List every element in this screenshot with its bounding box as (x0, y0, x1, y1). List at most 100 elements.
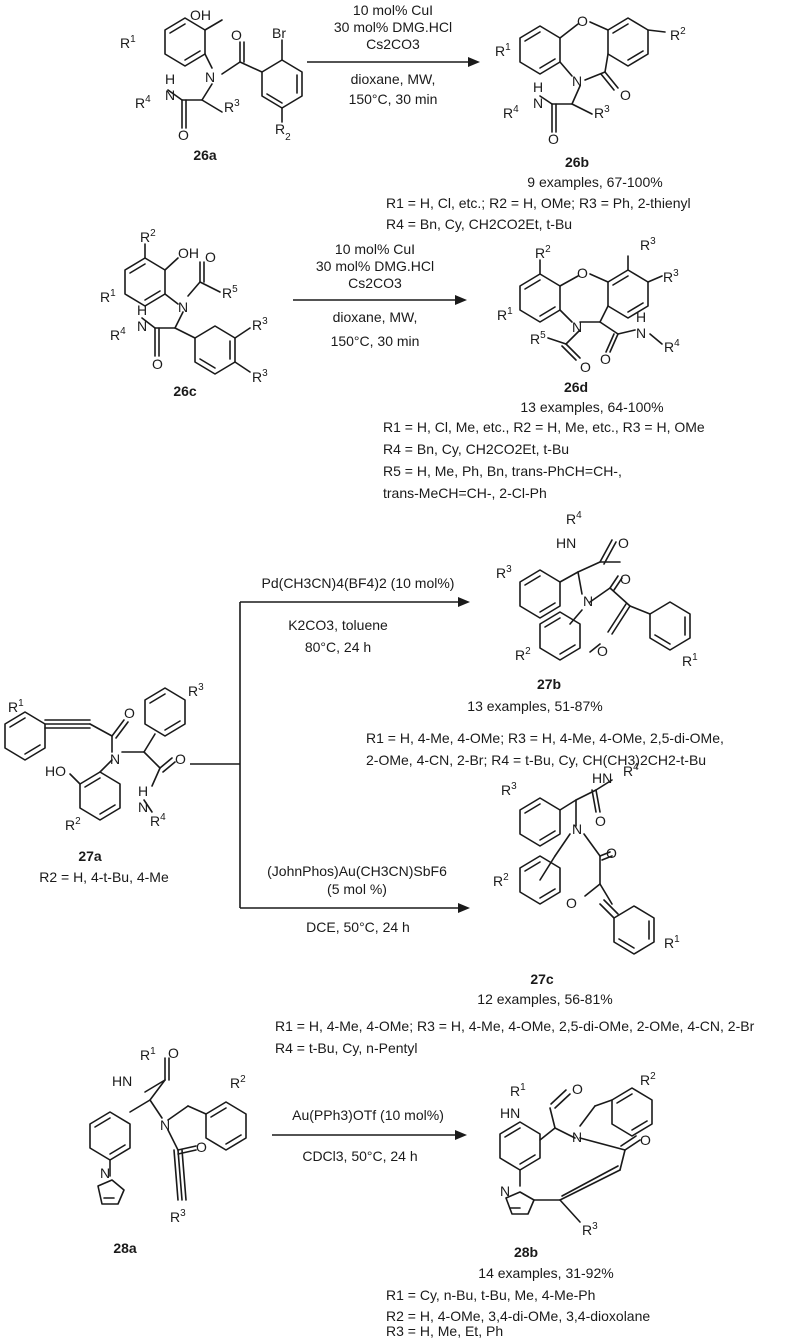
svg-text:N: N (160, 1117, 170, 1133)
svg-text:N: N (205, 69, 215, 85)
subst-26b-1: R1 = H, Cl, etc.; R2 = H, OMe; R3 = Ph, … (386, 195, 691, 211)
cond-2-e: 150°C, 30 min (331, 333, 420, 349)
subst-27b-1: R1 = H, 4-Me, 4-OMe; R3 = H, 4-Me, 4-OMe… (366, 730, 724, 746)
svg-text:R3: R3 (496, 564, 512, 581)
label-27b: 27b (537, 676, 561, 692)
svg-text:R4: R4 (135, 94, 151, 111)
svg-text:R3: R3 (640, 236, 656, 253)
structure-26c (124, 243, 251, 375)
svg-text:N: N (165, 87, 175, 103)
label-26d: 26d (564, 379, 588, 395)
svg-text:O: O (168, 1045, 179, 1061)
arrow-1 (307, 57, 480, 67)
svg-text:HN: HN (556, 535, 576, 551)
subst-27b-2: 2-OMe, 4-CN, 2-Br; R4 = t-Bu, Cy, CH(CH3… (366, 752, 706, 768)
subst-27c-2: R4 = t-Bu, Cy, n-Pentyl (275, 1040, 418, 1056)
subst-28b-2: R2 = H, 4-OMe, 3,4-di-OMe, 3,4-dioxolane (386, 1308, 650, 1324)
svg-text:O: O (595, 813, 606, 829)
svg-text:N: N (110, 751, 120, 767)
svg-text:R3: R3 (663, 268, 679, 285)
cond-1-b: 30 mol% DMG.HCl (334, 19, 452, 35)
examples-28b: 14 examples, 31-92% (478, 1265, 613, 1281)
svg-text:O: O (548, 131, 559, 147)
cond-1-e: 150°C, 30 min (349, 91, 438, 107)
cond-3b-b: (5 mol %) (327, 881, 387, 897)
svg-text:N: N (138, 799, 148, 815)
svg-text:R1: R1 (120, 34, 136, 51)
scheme-1: OH R1 N O Br R2 H N R4 R3 O 26a 10 mol% … (120, 2, 691, 232)
scheme-2: R2 OH R1 N O R5 H N R4 O R3 R3 26c 10 mo… (100, 228, 705, 501)
cond-3a-b: K2CO3, toluene (288, 617, 388, 633)
cond-2-b: 30 mol% DMG.HCl (316, 258, 434, 274)
subst-28b-1: R1 = Cy, n-Bu, t-Bu, Me, 4-Me-Ph (386, 1287, 595, 1303)
cond-2-d: dioxane, MW, (333, 309, 418, 325)
svg-text:HN: HN (112, 1073, 132, 1089)
svg-text:O: O (597, 643, 608, 659)
subst-26b-2: R4 = Bn, Cy, CH2CO2Et, t-Bu (386, 216, 572, 232)
svg-text:O: O (231, 27, 242, 43)
structure-27c (519, 779, 655, 955)
svg-text:R3: R3 (582, 1221, 598, 1238)
cond-2-a: 10 mol% CuI (335, 241, 415, 257)
label-27c: 27c (530, 971, 554, 987)
label-26a: 26a (193, 147, 217, 163)
subst-27c-1: R1 = H, 4-Me, 4-OMe; R3 = H, 4-Me, 4-OMe… (275, 1018, 755, 1034)
svg-text:O: O (577, 13, 588, 29)
arrow-2 (293, 295, 467, 305)
label-26c: 26c (173, 383, 197, 399)
subst-26d-4: trans-MeCH=CH-, 2-Cl-Ph (383, 485, 547, 501)
svg-text:R2: R2 (535, 244, 551, 261)
svg-text:R2: R2 (670, 26, 686, 43)
svg-text:O: O (175, 751, 186, 767)
svg-text:R2: R2 (140, 228, 156, 245)
structure-27a (4, 687, 186, 821)
svg-text:R3: R3 (224, 98, 240, 115)
svg-text:O: O (620, 571, 631, 587)
svg-text:R4: R4 (110, 326, 126, 343)
cond-3a-a: Pd(CH3CN)4(BF4)2 (10 mol%) (262, 575, 455, 591)
svg-text:O: O (178, 127, 189, 143)
structure-27b (519, 539, 691, 661)
svg-text:R3: R3 (170, 1208, 186, 1225)
svg-text:N: N (583, 593, 593, 609)
svg-text:N: N (572, 821, 582, 837)
label-28a: 28a (113, 1240, 137, 1256)
svg-text:N: N (572, 1129, 582, 1145)
svg-text:HN: HN (592, 770, 612, 786)
svg-text:R4: R4 (664, 338, 680, 355)
cond-3a-c: 80°C, 24 h (305, 639, 371, 655)
svg-text:R1: R1 (510, 1082, 526, 1099)
svg-text:O: O (606, 845, 617, 861)
svg-text:N: N (572, 319, 582, 335)
cond-1-c: Cs2CO3 (366, 36, 420, 52)
structure-26a (164, 17, 303, 129)
svg-text:O: O (580, 359, 591, 375)
svg-text:N: N (500, 1183, 510, 1199)
structure-28b (499, 1087, 653, 1223)
examples-26d: 13 examples, 64-100% (520, 399, 663, 415)
svg-text:O: O (124, 705, 135, 721)
subst-26d-2: R4 = Bn, Cy, CH2CO2Et, t-Bu (383, 441, 569, 457)
svg-text:R5: R5 (530, 330, 546, 347)
scheme-3: R1 O R3 HO N O H N R4 R2 27a R2 = H, 4-t… (4, 510, 755, 1056)
cond-1-a: 10 mol% CuI (353, 2, 433, 18)
svg-text:R4: R4 (150, 812, 166, 829)
cond-1-d: dioxane, MW, (351, 71, 436, 87)
arrow-3-branch (190, 597, 470, 913)
svg-text:HN: HN (500, 1105, 520, 1121)
svg-text:O: O (152, 356, 163, 372)
svg-text:O: O (566, 895, 577, 911)
svg-text:H: H (636, 309, 646, 325)
svg-text:H: H (137, 302, 147, 318)
svg-text:R5: R5 (222, 284, 238, 301)
structure-26b (519, 17, 666, 133)
svg-text:H: H (533, 79, 543, 95)
svg-text:HO: HO (45, 763, 66, 779)
svg-text:O: O (620, 87, 631, 103)
svg-text:R3: R3 (501, 781, 517, 798)
svg-text:O: O (572, 1081, 583, 1097)
svg-text:N: N (533, 95, 543, 111)
svg-text:R3: R3 (594, 104, 610, 121)
svg-text:N: N (100, 1165, 110, 1181)
